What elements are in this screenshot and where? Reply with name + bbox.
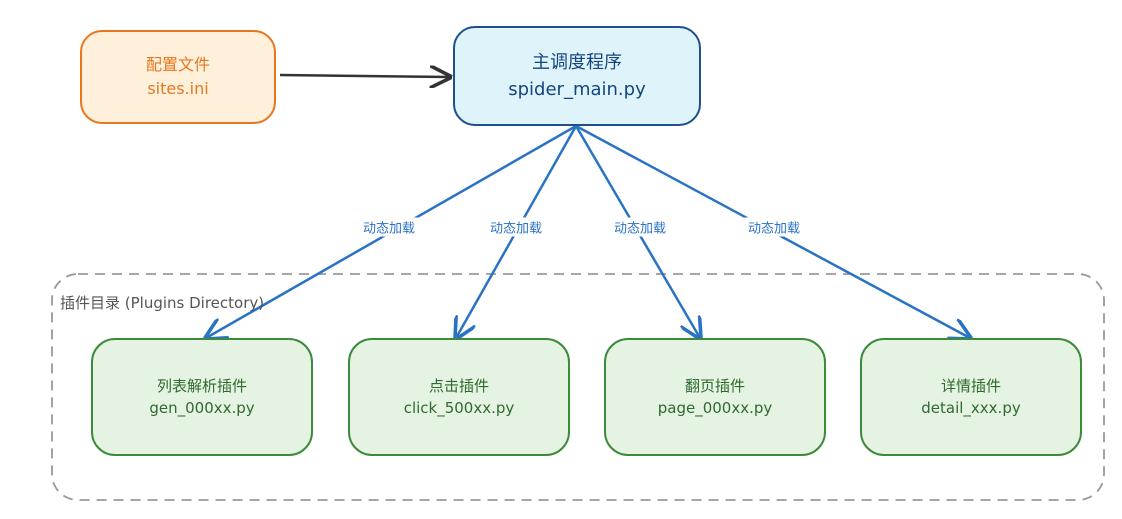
config-file-node[interactable]: 配置文件 sites.ini xyxy=(80,30,276,124)
plugin-file: gen_000xx.py xyxy=(149,399,255,417)
plugin-detail-node[interactable]: 详情插件 detail_xxx.py xyxy=(860,338,1082,456)
edge-label-plugin-2: 动态加载 xyxy=(609,217,671,237)
edge-label-plugin-1: 动态加载 xyxy=(485,217,547,237)
edge-config-to-main xyxy=(279,75,450,77)
plugin-page-node[interactable]: 翻页插件 page_000xx.py xyxy=(604,338,826,456)
plugins-group-title: 插件目录 (Plugins Directory) xyxy=(60,294,265,312)
config-file-title: 配置文件 xyxy=(145,55,210,74)
plugin-file: detail_xxx.py xyxy=(921,399,1021,417)
main-scheduler-title: 主调度程序 xyxy=(532,52,622,73)
plugin-title: 翻页插件 xyxy=(684,376,745,395)
config-file-name: sites.ini xyxy=(147,79,209,98)
edge-label-plugin-0: 动态加载 xyxy=(358,217,420,237)
plugin-list-parse-node[interactable]: 列表解析插件 gen_000xx.py xyxy=(91,338,313,456)
plugin-title: 列表解析插件 xyxy=(156,376,247,395)
plugin-title: 详情插件 xyxy=(940,376,1001,395)
main-scheduler-file: spider_main.py xyxy=(508,79,646,100)
edge-label-plugin-3: 动态加载 xyxy=(743,217,805,237)
plugin-click-node[interactable]: 点击插件 click_500xx.py xyxy=(348,338,570,456)
plugin-file: page_000xx.py xyxy=(657,399,773,417)
main-scheduler-node[interactable]: 主调度程序 spider_main.py xyxy=(453,26,701,126)
plugin-title: 点击插件 xyxy=(428,376,489,395)
plugins-group-border xyxy=(51,273,1105,501)
plugin-file: click_500xx.py xyxy=(403,399,515,417)
